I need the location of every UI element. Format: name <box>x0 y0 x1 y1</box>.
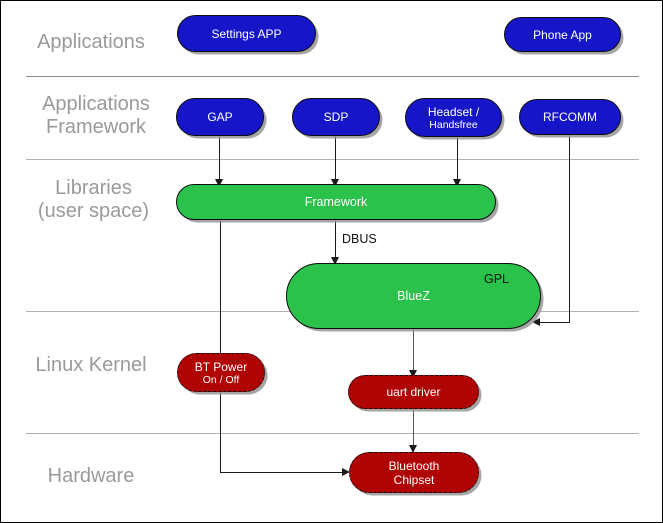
separator-applications-framework <box>26 159 639 160</box>
edge-gap-framework-line <box>219 136 221 181</box>
node-framework-label: Framework <box>304 195 368 209</box>
edge-headset-framework-arrow <box>453 179 461 187</box>
node-bt-power[interactable]: BT Power On / Off <box>177 353 265 392</box>
edge-uart-chipset-line <box>413 409 415 454</box>
layer-label-applications: Applications <box>37 31 145 53</box>
node-framework[interactable]: Framework <box>176 184 496 220</box>
node-gap-label: GAP <box>207 110 233 124</box>
node-sdp-label: SDP <box>323 110 349 124</box>
edge-label-dbus: DBUS <box>342 232 377 246</box>
edge-framework-bluez-arrow <box>331 257 339 265</box>
edge-rfcomm-bluez-arrow <box>532 318 540 326</box>
node-bluetooth-chipset[interactable]: Bluetooth Chipset <box>349 452 479 493</box>
edge-framework-chipset-vertical <box>220 219 222 473</box>
node-bt-power-label-line2: On / Off <box>202 373 240 386</box>
edge-rfcomm-vertical <box>569 135 571 323</box>
node-phone-app-label: Phone App <box>533 27 592 42</box>
layer-label-libraries: Libraries (user space) <box>37 177 150 222</box>
edge-bluez-uart-line <box>413 328 415 374</box>
node-rfcomm[interactable]: RFCOMM <box>519 99 621 135</box>
node-bluez-label: BlueZ <box>397 289 430 303</box>
edge-framework-chipset-horizontal <box>220 472 343 474</box>
edge-sdp-framework-line <box>335 136 337 181</box>
node-bt-power-label-line1: BT Power <box>194 359 248 374</box>
node-sdp[interactable]: SDP <box>292 98 380 136</box>
separator-linux-kernel <box>26 433 639 434</box>
node-uart-driver[interactable]: uart driver <box>348 375 479 409</box>
node-bluez-license-tag: GPL <box>484 272 510 286</box>
node-gap[interactable]: GAP <box>176 98 264 136</box>
edge-uart-chipset-arrow <box>409 445 417 453</box>
node-rfcomm-label: RFCOMM <box>543 110 597 124</box>
edge-framework-bluez-line <box>335 219 337 261</box>
node-settings-app[interactable]: Settings APP <box>177 15 316 52</box>
layer-label-hardware: Hardware <box>47 465 135 487</box>
node-headset-handsfree[interactable]: Headset / Handsfree <box>405 98 502 137</box>
node-bluez[interactable]: BlueZ <box>286 263 541 329</box>
node-uart-driver-label: uart driver <box>386 385 441 399</box>
edge-gap-framework-arrow <box>215 179 223 187</box>
node-headset-handsfree-label-line2: Handsfree <box>429 118 478 131</box>
node-bluetooth-chipset-label-line2: Chipset <box>393 472 435 487</box>
node-settings-app-label: Settings APP <box>211 26 282 41</box>
node-headset-handsfree-label-line1: Headset / <box>427 104 480 119</box>
edge-headset-framework-line <box>457 137 459 181</box>
edge-sdp-framework-arrow <box>331 179 339 187</box>
edge-framework-chipset-arrow <box>342 468 350 476</box>
node-bluetooth-chipset-label-line1: Bluetooth <box>388 458 440 473</box>
edge-bluez-uart-arrow <box>409 370 417 378</box>
separator-applications <box>26 76 639 77</box>
edge-rfcomm-horizontal <box>539 322 570 324</box>
layer-label-linux-kernel: Linux Kernel <box>35 354 147 376</box>
layer-label-applications-framework: Applications Framework <box>42 93 150 138</box>
node-phone-app[interactable]: Phone App <box>504 17 621 52</box>
